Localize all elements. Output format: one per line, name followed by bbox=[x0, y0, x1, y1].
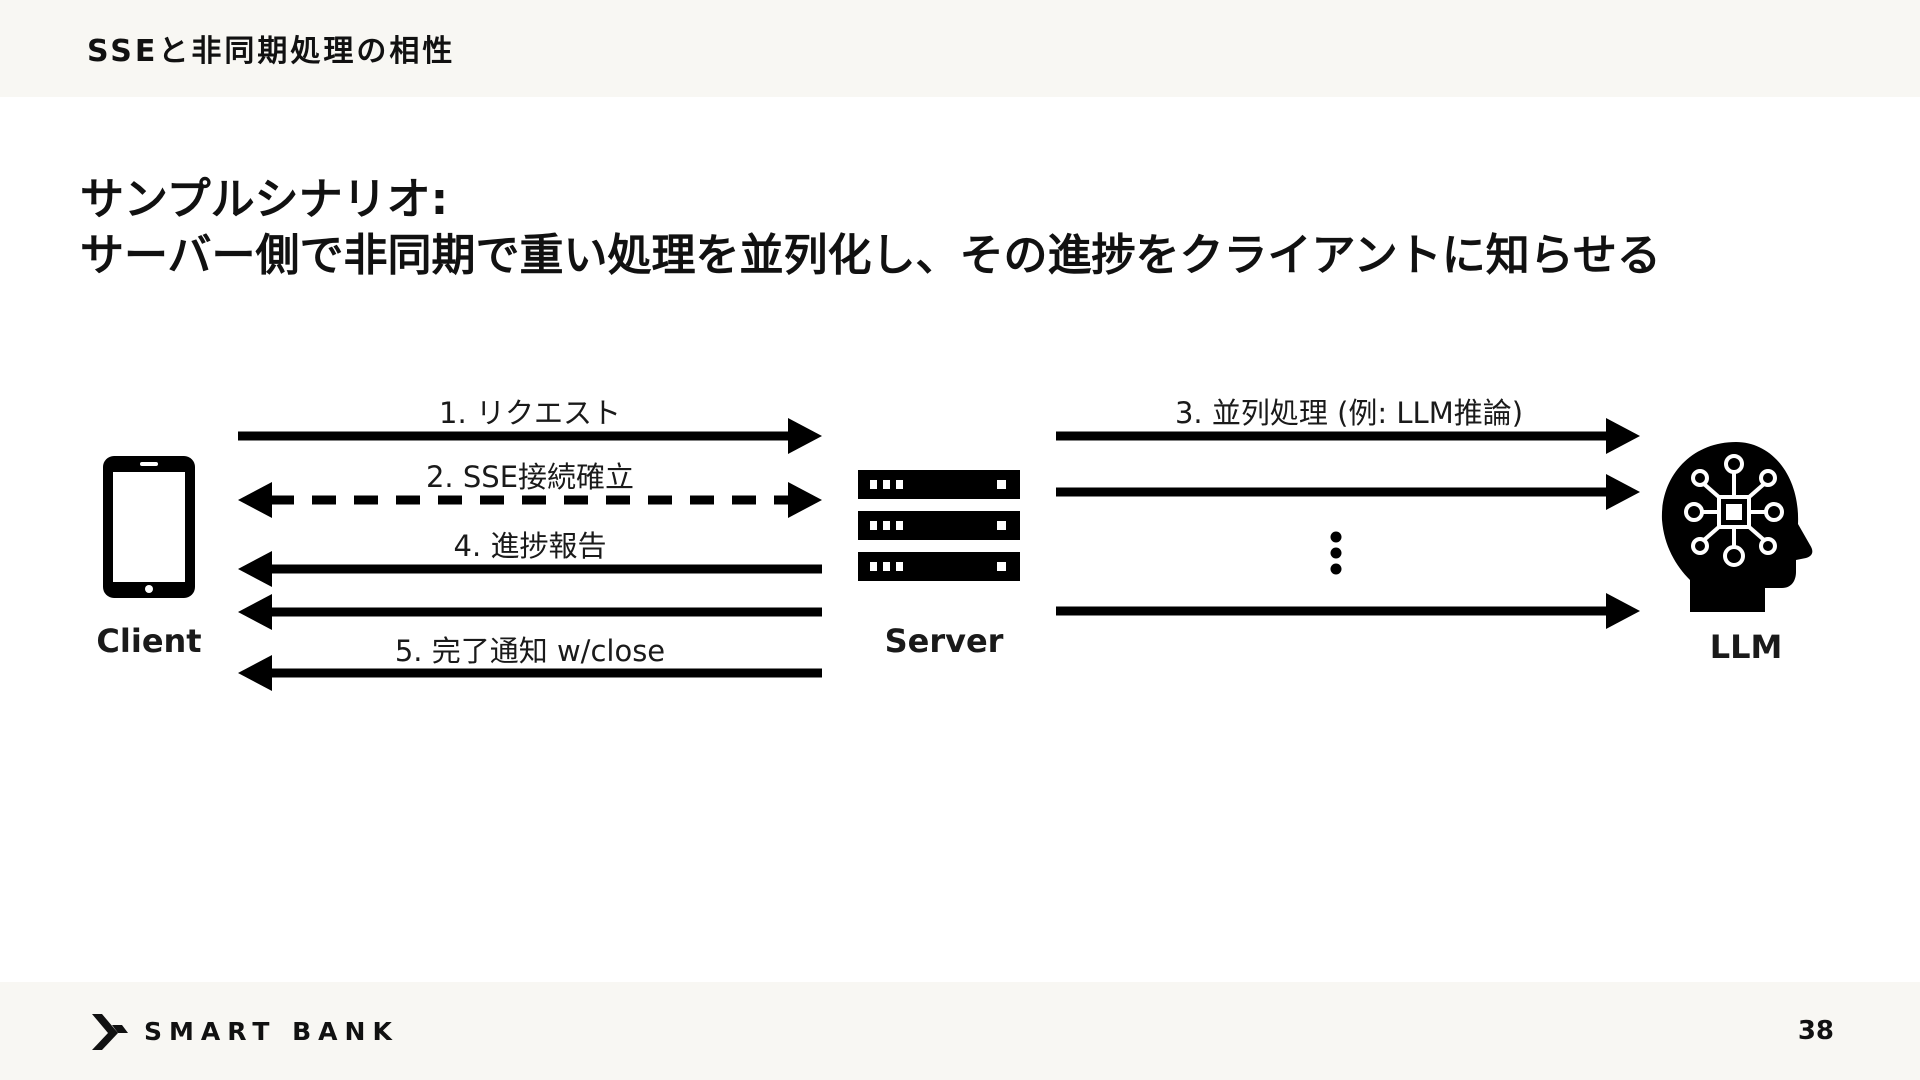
headline-line-2: サーバー側で非同期で重い処理を並列化し、その進捗をクライアントに知らせる bbox=[80, 230, 1661, 281]
server-rack-icon bbox=[858, 470, 1020, 581]
footer-band bbox=[0, 982, 1920, 1080]
page-number: 38 bbox=[1797, 1016, 1834, 1046]
label-complete: 5. 完了通知 w/close bbox=[394, 634, 666, 668]
brand-logo: SMART BANK bbox=[88, 1011, 399, 1051]
arrow-complete bbox=[238, 655, 822, 691]
llm-label: LLM bbox=[1709, 628, 1783, 666]
arrow-parallel-1 bbox=[1056, 418, 1640, 454]
label-request: 1. リクエスト bbox=[439, 396, 621, 430]
client-label: Client bbox=[96, 622, 202, 660]
arrow-progress-1 bbox=[238, 551, 822, 587]
vertical-ellipsis-icon bbox=[1330, 531, 1342, 575]
server-label: Server bbox=[884, 622, 1004, 660]
label-sse-connect: 2. SSE接続確立 bbox=[425, 460, 635, 494]
label-parallel: 3. 並列処理 (例: LLM推論) bbox=[1174, 396, 1524, 430]
headline-line-1: サンプルシナリオ: bbox=[80, 174, 449, 225]
arrow-parallel-3 bbox=[1056, 593, 1640, 629]
arrow-parallel-2 bbox=[1056, 474, 1640, 510]
smartphone-icon bbox=[103, 456, 195, 598]
ai-head-icon bbox=[1661, 442, 1813, 612]
smartbank-logo-icon bbox=[92, 1014, 128, 1050]
label-progress: 4. 進捗報告 bbox=[453, 529, 607, 563]
brand-name: SMART BANK bbox=[144, 1016, 399, 1046]
arrow-progress-2 bbox=[238, 594, 822, 630]
arrow-sse-connect bbox=[238, 482, 822, 518]
section-title: SSEと非同期処理の相性 bbox=[87, 34, 456, 69]
slide-headline: サンプルシナリオ: サーバー側で非同期で重い処理を並列化し、その進捗をクライアン… bbox=[80, 172, 1661, 284]
header-band: SSEと非同期処理の相性 bbox=[0, 0, 1920, 97]
arrow-request bbox=[238, 418, 822, 454]
